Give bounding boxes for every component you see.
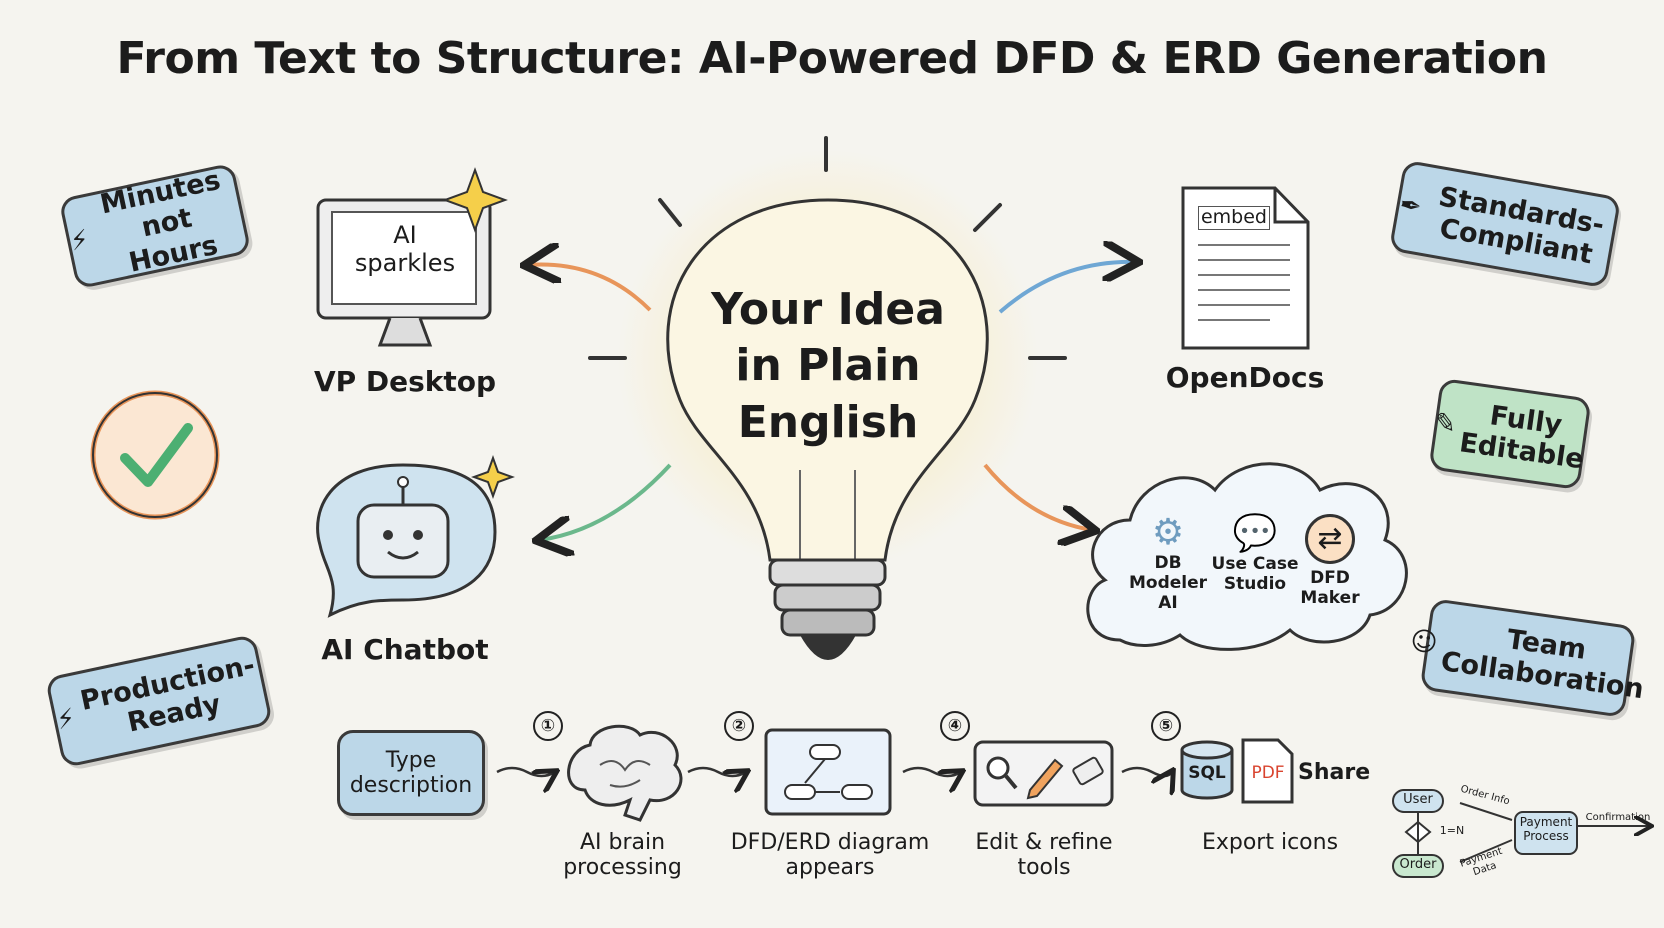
page-title: From Text to Structure: AI-Powered DFD &…	[116, 33, 1548, 84]
diagram-icon	[764, 728, 892, 816]
lightning-icon: ⚡	[67, 224, 92, 258]
sql-text: SQL	[1188, 763, 1226, 783]
arrows-icon: ⇄	[1305, 514, 1355, 564]
ai-chatbot-label: AI Chatbot	[321, 633, 489, 666]
arrow-to-cloud	[983, 463, 1092, 530]
arrow-to-opendocs	[998, 262, 1135, 314]
pen-nib-icon: ✒	[1397, 189, 1424, 224]
step-number-5: ⑤	[1151, 711, 1181, 741]
user-icon: ☺	[1408, 625, 1440, 660]
badge-label: Fully Editable	[1457, 400, 1586, 476]
sql-icon	[1180, 740, 1234, 800]
mini-user: User	[1403, 792, 1433, 807]
mini-dfd-diagram	[1392, 789, 1650, 878]
edit-label: Edit & refine tools	[975, 830, 1113, 881]
cloud-tool-dfd-maker[interactable]: ⇄ DFD Maker	[1280, 512, 1380, 608]
brain-label: AI brain processing	[563, 830, 682, 881]
checkmark-icon	[90, 390, 220, 520]
mini-process: Payment Process	[1519, 815, 1573, 843]
arrow-to-desktop	[528, 265, 652, 312]
mini-confirmation: Confirmation	[1585, 812, 1651, 823]
opendocs-label: OpenDocs	[1165, 361, 1325, 394]
lightning-icon: ⚡	[53, 703, 79, 737]
chatbot-icon	[316, 455, 515, 618]
monitor-icon	[316, 167, 508, 347]
lightbulb-icon	[588, 136, 1067, 660]
chat-gear-icon: 💬	[1232, 513, 1278, 554]
mini-order: Order	[1399, 857, 1437, 872]
pdf-text: PDF	[1251, 763, 1285, 783]
badge-label: Standards-Compliant	[1436, 181, 1607, 271]
diagram-label: DFD/ERD diagram appears	[730, 830, 930, 881]
badge-label: Team Collaboration	[1438, 624, 1646, 706]
type-description-box: Type description	[337, 730, 485, 816]
mini-relation: 1=N	[1439, 824, 1465, 837]
cloud-tool-label: Use Case Studio	[1211, 554, 1299, 594]
cloud-shape	[1086, 462, 1408, 651]
export-label: Export icons	[1201, 830, 1339, 855]
edit-icon: ✎	[1432, 407, 1459, 441]
gear-database-icon: ⚙	[1151, 512, 1185, 553]
vp-desktop-label: VP Desktop	[313, 365, 497, 398]
brain-icon	[567, 724, 683, 822]
share-text[interactable]: Share	[1298, 760, 1371, 785]
step-number-2: ②	[724, 711, 754, 741]
cloud-tool-label: DFD Maker	[1300, 568, 1360, 608]
center-idea-text: Your Idea in Plain English	[711, 284, 945, 448]
pdf-icon	[1241, 738, 1294, 804]
edit-tools-icon	[973, 740, 1114, 807]
step-number-4: ④	[940, 711, 970, 741]
document-icon	[1181, 186, 1310, 350]
cloud-tool-use-case-studio[interactable]: 💬 Use Case Studio	[1205, 512, 1305, 594]
cloud-tool-db-modeler[interactable]: ⚙ DB Modeler AI	[1118, 512, 1218, 613]
step-number-1: ①	[533, 711, 563, 741]
desktop-screen-text: AI sparkles	[354, 221, 456, 277]
document-text: embed	[1198, 206, 1270, 230]
arrow-to-chatbot	[540, 463, 672, 540]
cloud-tool-label: DB Modeler AI	[1128, 553, 1208, 613]
